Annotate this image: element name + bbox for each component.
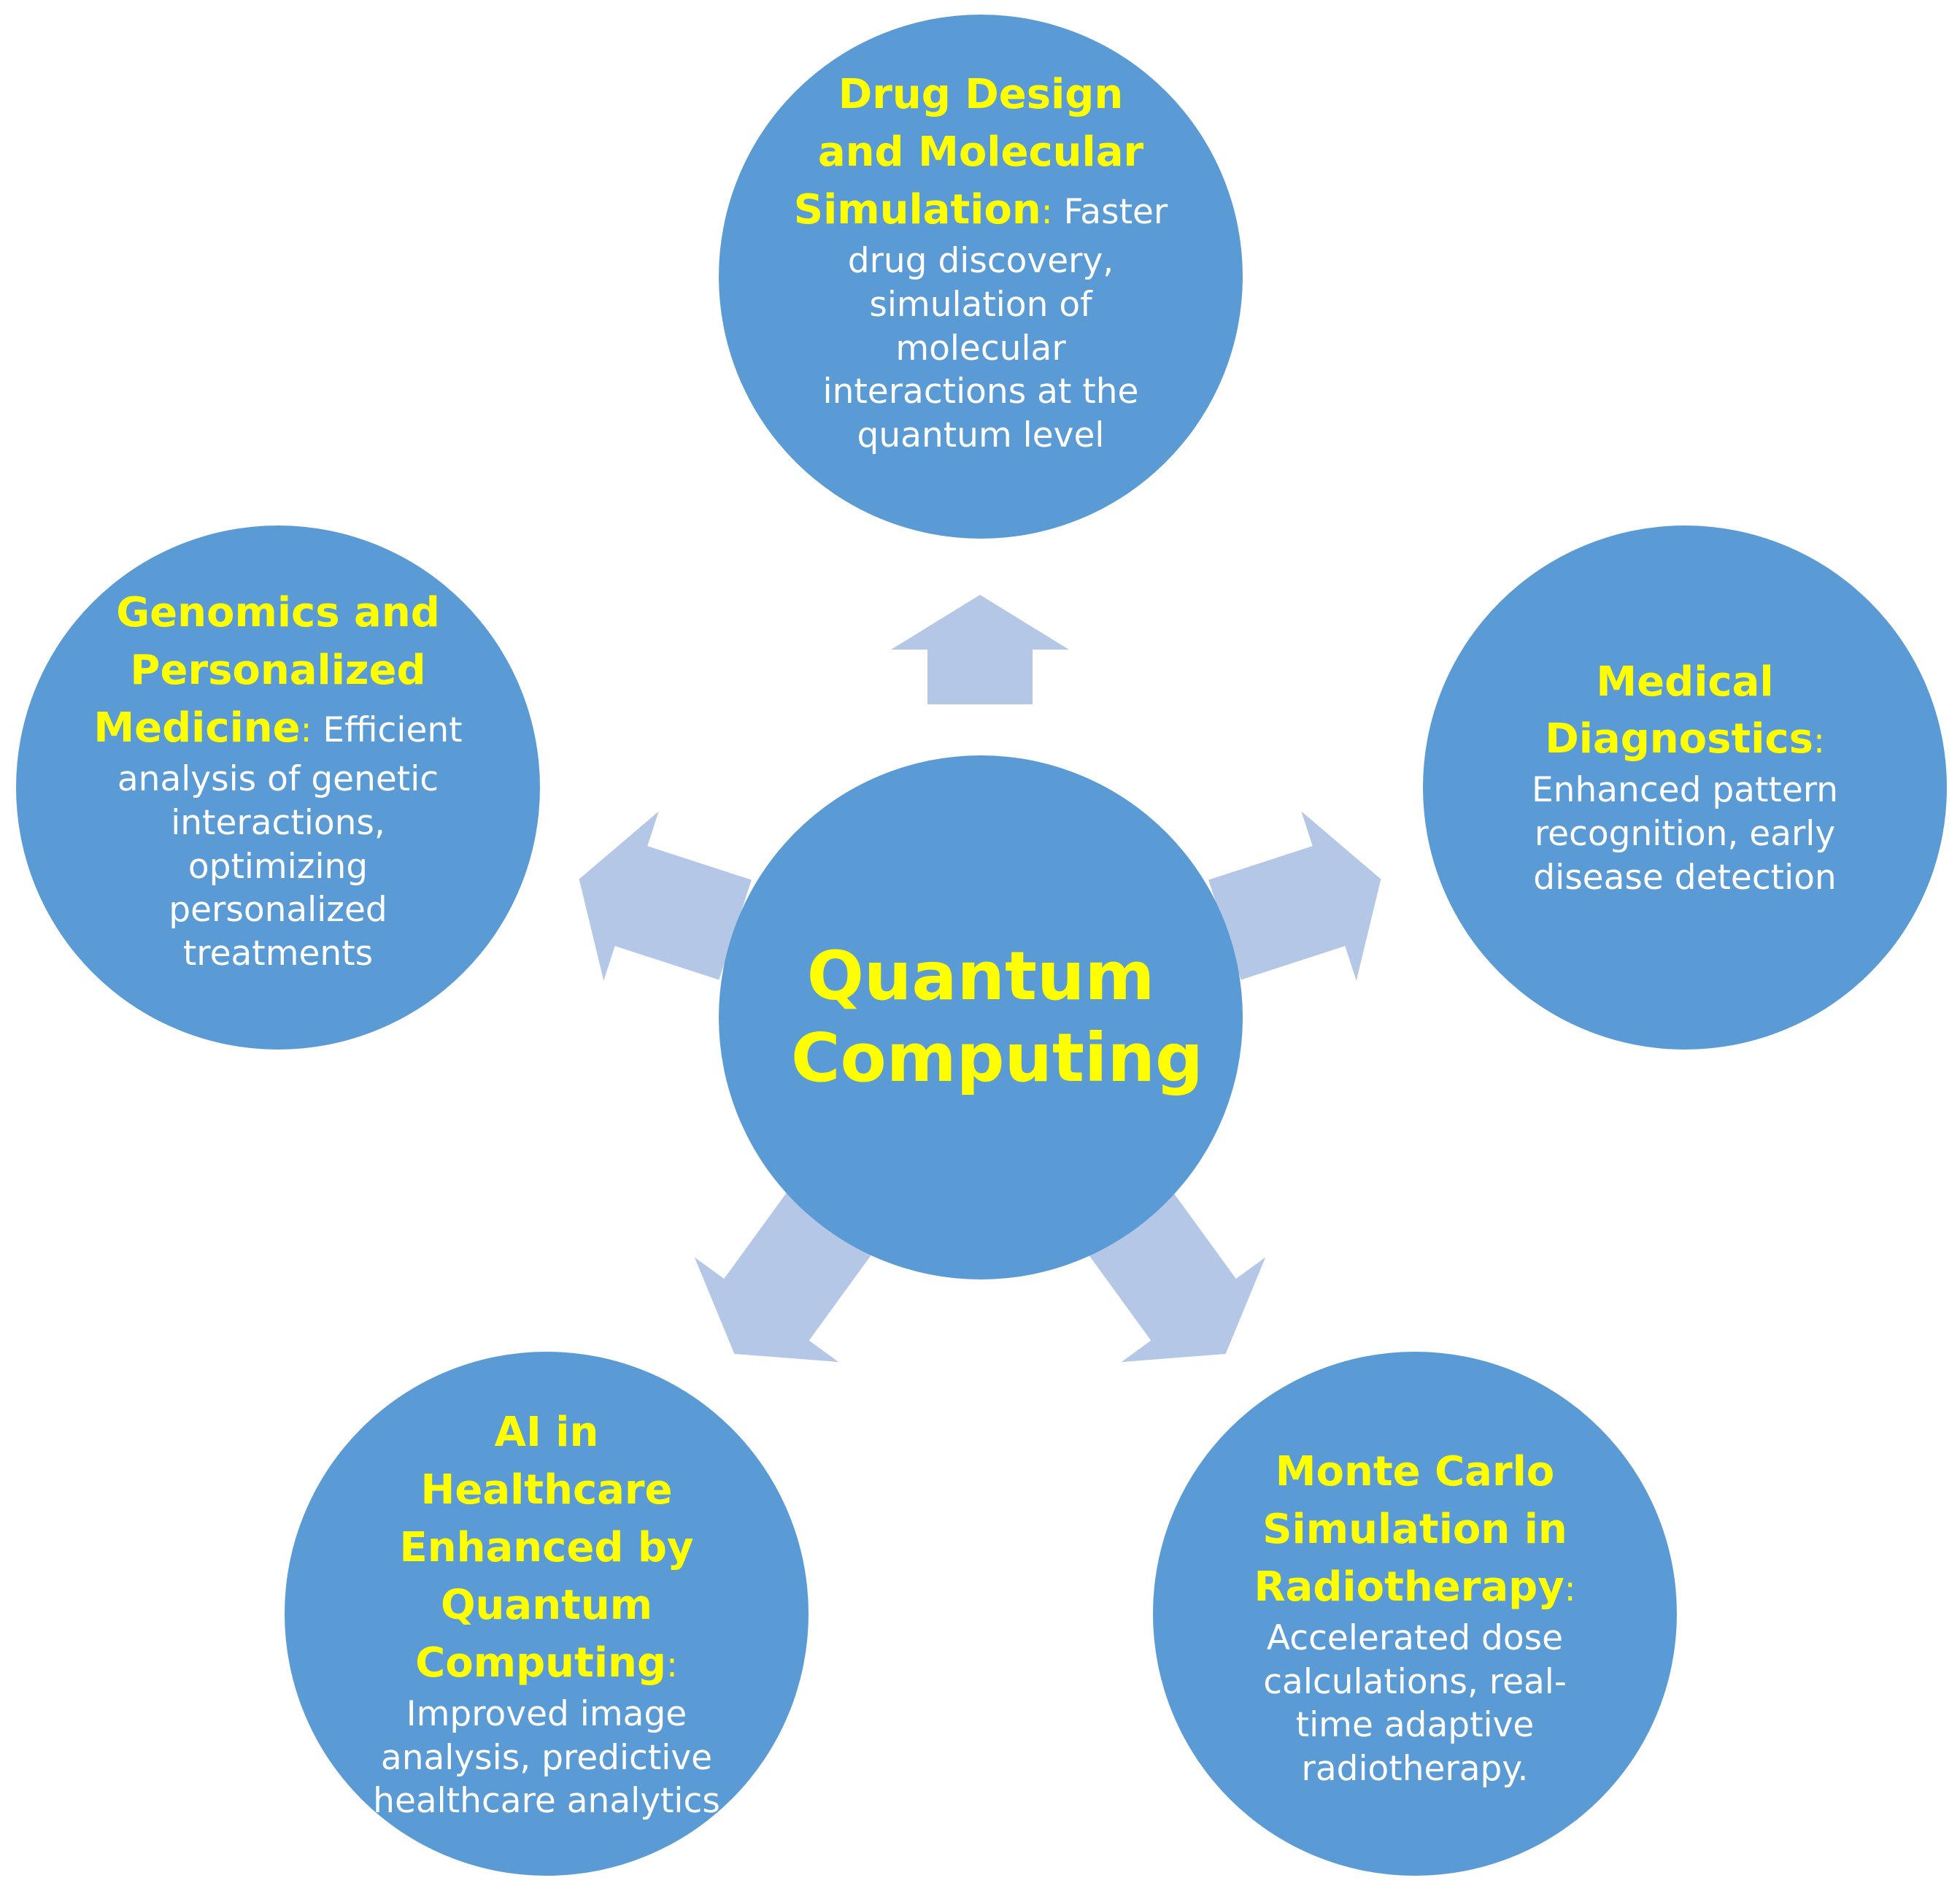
node-medical-diagnostics: Medical Diagnostics: Enhanced pattern re… [1423, 526, 1947, 1050]
center-title: Quantum Computing [791, 936, 1203, 1097]
node-medical-diagnostics-title: Medical Diagnostics [1545, 658, 1813, 763]
node-medical-diagnostics-content: Medical Diagnostics: Enhanced pattern re… [1528, 654, 1842, 900]
node-genomics-title: Genomics and Personalized Medicine [93, 589, 440, 752]
node-ai-healthcare-title: AI in Healthcare Enhanced by Quantum Com… [399, 1409, 694, 1687]
node-drug-design-title: Drug Design and Molecular Simulation [793, 71, 1144, 234]
arrow-to-medical-diagnostics [1208, 811, 1381, 981]
arrow-to-ai-healthcare [694, 1190, 873, 1363]
node-ai-healthcare-text: Improved image analysis, predictive heal… [373, 1693, 720, 1822]
arrow-to-drug-design [891, 595, 1069, 704]
node-drug-design-text: Faster drug discovery, simulation of mol… [822, 192, 1168, 455]
node-medical-diagnostics-colon: : [1813, 721, 1825, 762]
node-monte-carlo: Monte Carlo Simulation in Radiotherapy: … [1153, 1352, 1677, 1876]
node-ai-healthcare-colon: : [665, 1644, 678, 1685]
node-medical-diagnostics-text: Enhanced pattern recognition, early dise… [1531, 770, 1839, 898]
node-monte-carlo-content: Monte Carlo Simulation in Radiotherapy: … [1225, 1444, 1605, 1791]
arrow-to-monte-carlo [1087, 1190, 1266, 1363]
center-node-quantum-computing: Quantum Computing [719, 755, 1243, 1279]
node-genomics: Genomics and Personalized Medicine: Effi… [16, 526, 540, 1050]
node-genomics-content: Genomics and Personalized Medicine: Effi… [88, 585, 468, 975]
node-ai-healthcare-content: AI in Healthcare Enhanced by Quantum Com… [364, 1404, 729, 1823]
node-genomics-colon: : [300, 710, 312, 751]
node-monte-carlo-text: Accelerated dose calculations, real-time… [1263, 1618, 1567, 1790]
node-monte-carlo-colon: : [1564, 1569, 1576, 1610]
node-drug-design-content: Drug Design and Molecular Simulation: Fa… [791, 66, 1170, 457]
node-drug-design-colon: : [1041, 192, 1053, 233]
node-drug-design: Drug Design and Molecular Simulation: Fa… [719, 15, 1243, 539]
node-genomics-text: Efficient analysis of genetic interactio… [117, 710, 463, 974]
arrow-to-genomics [579, 811, 752, 981]
node-monte-carlo-title: Monte Carlo Simulation in Radiotherapy [1254, 1448, 1567, 1612]
node-ai-healthcare: AI in Healthcare Enhanced by Quantum Com… [285, 1352, 809, 1876]
